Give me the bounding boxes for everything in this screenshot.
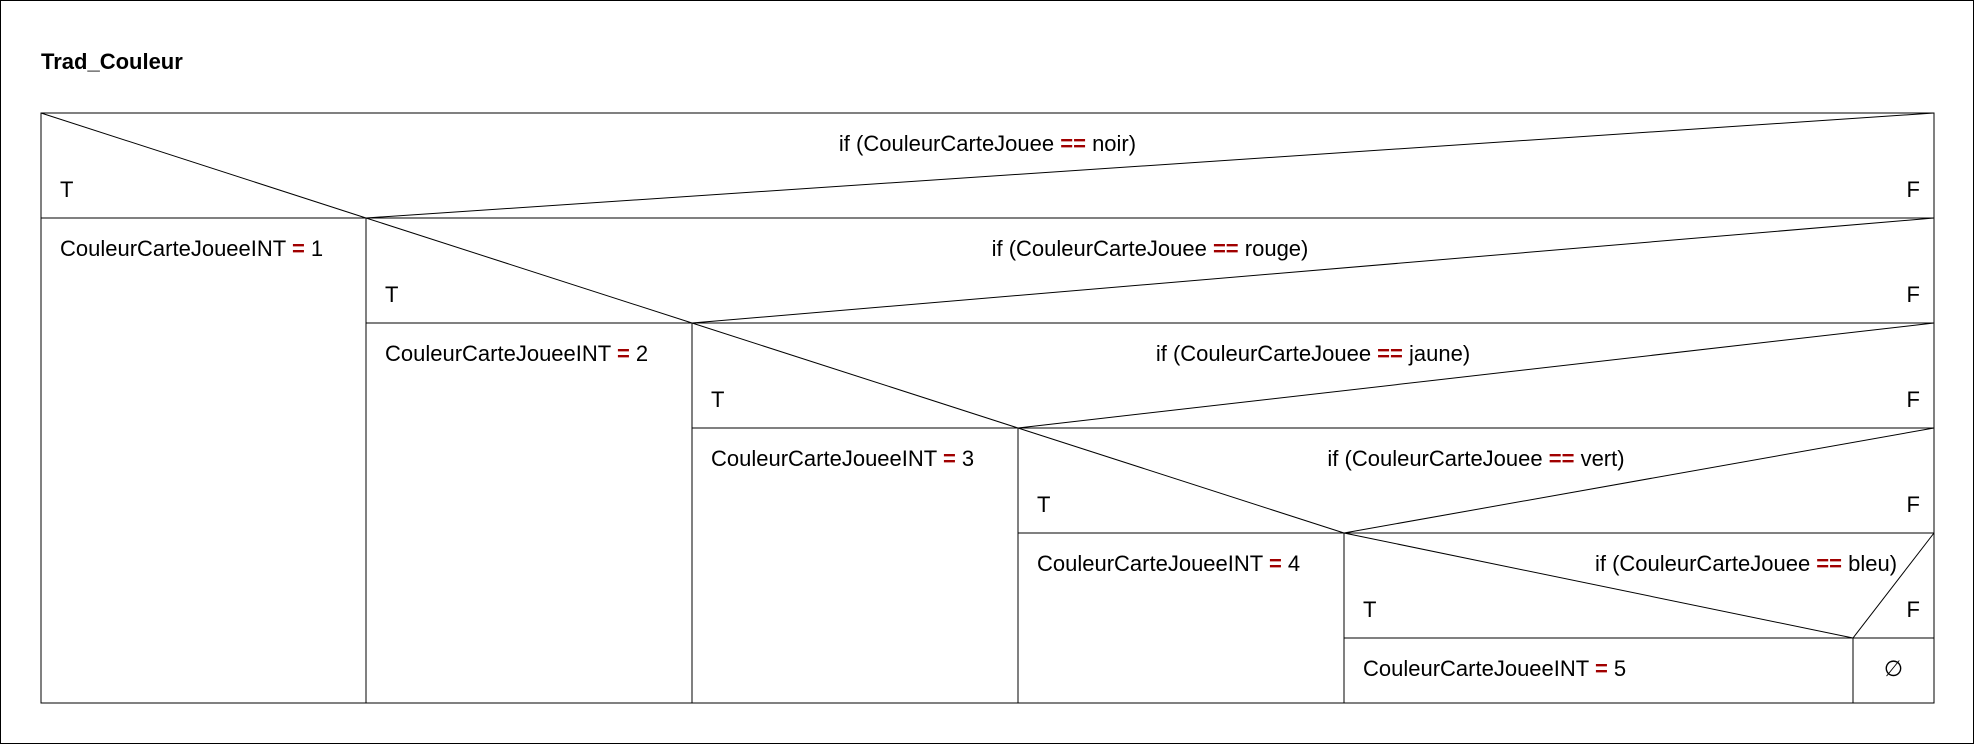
text-part: 4 [1282,551,1300,576]
operator: == [1060,131,1086,156]
text-part: CouleurCarteJoueeINT [711,446,943,471]
diagram-title: Trad_Couleur [41,49,183,74]
decision-diagonal-false [1343,427,1935,534]
decision-diagonal-true [1017,427,1345,534]
text-part: jaune) [1403,341,1470,366]
operator: == [1549,446,1575,471]
true-label: T [60,177,73,202]
text-part: 5 [1608,656,1626,681]
operator: = [1269,551,1282,576]
operator: = [1595,656,1608,681]
text-part: CouleurCarteJoueeINT [385,341,617,366]
text-part: CouleurCarteJoueeINT [1037,551,1269,576]
assignment-text: CouleurCarteJoueeINT = 1 [60,236,323,261]
true-label: T [1363,597,1376,622]
false-label: F [1907,177,1920,202]
condition-text: if (CouleurCarteJouee == noir) [839,131,1136,156]
decision-diagonal-false [1852,532,1935,639]
assignment-text: CouleurCarteJoueeINT = 4 [1037,551,1300,576]
assignment-text: CouleurCarteJoueeINT = 3 [711,446,974,471]
structogram-frame [40,112,1935,704]
text-part: if (CouleurCarteJouee [1327,446,1548,471]
operator: == [1377,341,1403,366]
false-label: F [1907,492,1920,517]
operator: = [617,341,630,366]
true-label: T [385,282,398,307]
operator: = [292,236,305,261]
decision-diagonal-true [691,322,1019,429]
empty-branch-symbol: ∅ [1884,656,1903,681]
text-part: 3 [956,446,974,471]
operator: = [943,446,956,471]
text-part: 2 [630,341,648,366]
text-part: 1 [305,236,323,261]
decision-diagonal-false [1017,322,1935,429]
text-part: bleu) [1842,551,1897,576]
condition-text: if (CouleurCarteJouee == bleu) [1595,551,1897,576]
text-part: CouleurCarteJoueeINT [60,236,292,261]
text-part: if (CouleurCarteJouee [1156,341,1377,366]
condition-text: if (CouleurCarteJouee == rouge) [992,236,1309,261]
true-label: T [1037,492,1050,517]
text-part: if (CouleurCarteJouee [992,236,1213,261]
operator: == [1816,551,1842,576]
false-label: F [1907,387,1920,412]
decision-diagonal-false [365,112,1935,219]
text-part: if (CouleurCarteJouee [839,131,1060,156]
false-label: F [1907,597,1920,622]
assignment-text: CouleurCarteJoueeINT = 2 [385,341,648,366]
false-label: F [1907,282,1920,307]
operator: == [1213,236,1239,261]
condition-text: if (CouleurCarteJouee == jaune) [1156,341,1470,366]
decision-diagonal-true [1343,532,1854,639]
decision-diagonal-true [365,217,693,324]
text-part: if (CouleurCarteJouee [1595,551,1816,576]
true-label: T [711,387,724,412]
decision-diagonal-false [691,217,1935,324]
text-part: rouge) [1239,236,1309,261]
decision-diagonal-true [40,112,367,219]
text-part: noir) [1086,131,1136,156]
assignment-text: CouleurCarteJoueeINT = 5 [1363,656,1626,681]
condition-text: if (CouleurCarteJouee == vert) [1327,446,1624,471]
text-part: vert) [1574,446,1624,471]
text-part: CouleurCarteJoueeINT [1363,656,1595,681]
